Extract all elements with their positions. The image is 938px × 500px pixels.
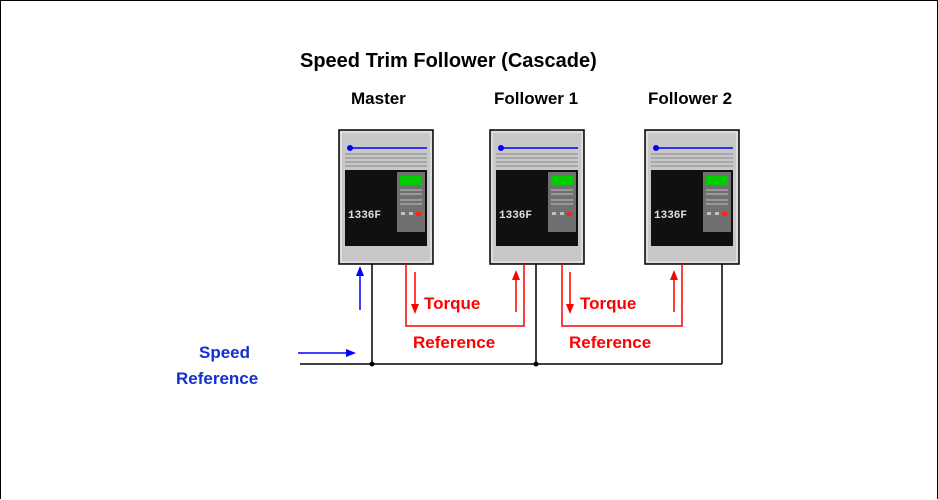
reference-label-2: Reference xyxy=(569,333,652,352)
master-model-text: 1336F xyxy=(348,210,381,222)
follower-1-drive: 1336F xyxy=(489,129,585,265)
common-wiring xyxy=(300,264,723,365)
diagram-title: Speed Trim Follower (Cascade) xyxy=(300,50,597,72)
master-label: Master xyxy=(351,89,406,108)
speed-arrowhead-up xyxy=(356,266,364,276)
junction-dot xyxy=(369,361,375,367)
follower-2-drive: 1336F xyxy=(644,129,740,265)
reference-label-1: Reference xyxy=(413,333,496,352)
speed-reference-label: Reference xyxy=(176,369,259,388)
follower-2-label: Follower 2 xyxy=(648,89,733,108)
speed-arrowhead-right xyxy=(346,349,356,357)
torque-arrowhead-up xyxy=(670,270,678,280)
follower-1-label: Follower 1 xyxy=(494,89,579,108)
speed-label: Speed xyxy=(199,343,251,362)
junction-dot xyxy=(533,361,539,367)
torque-arrowhead-down xyxy=(566,304,574,314)
speed-arrows xyxy=(298,272,361,354)
torque-label-2: Torque xyxy=(580,294,637,313)
torque-label-1: Torque xyxy=(424,294,481,313)
torque-loops xyxy=(405,264,683,327)
master-drive: 1336F xyxy=(338,129,434,265)
torque-arrowhead-up xyxy=(512,270,520,280)
follower-1-model-text: 1336F xyxy=(499,210,532,222)
follower-2-model-text: 1336F xyxy=(654,210,687,222)
torque-arrowhead-down xyxy=(411,304,419,314)
